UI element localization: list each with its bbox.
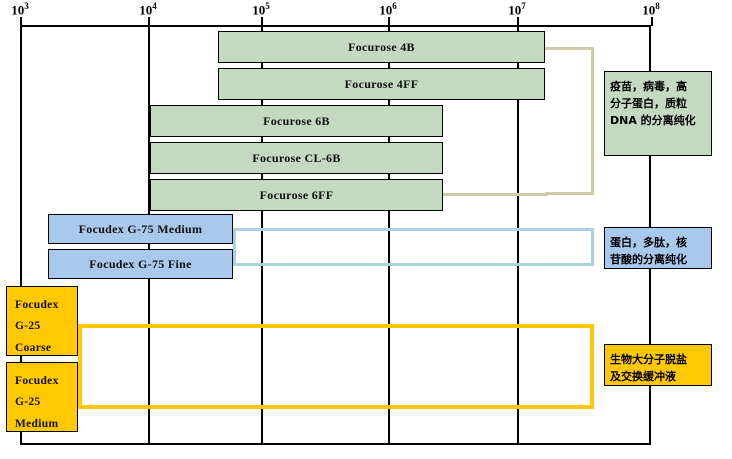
axis-tick-label-1e5: 105 [252, 1, 270, 18]
axis-tick-label-1e4: 104 [139, 1, 157, 18]
bar-focudex-g75-medium[interactable]: Focudex G-75 Medium [48, 214, 233, 244]
annotation-line: 蛋白，多肽，核 [610, 236, 687, 249]
gridline-1e6 [388, 25, 390, 445]
bracket-stub-agarose-bottom [443, 193, 548, 196]
bar-focurose-4b[interactable]: Focurose 4B [218, 31, 545, 63]
bar-label-line: Focudex [15, 375, 59, 387]
axis-tick-mark [651, 17, 653, 26]
annotation-line: DNA 的分离纯化 [610, 114, 696, 128]
annotation-line: 疫苗，病毒，高 [610, 80, 687, 93]
bar-label-line: G-25 [15, 320, 41, 333]
bar-label-line: Coarse [15, 341, 52, 354]
gridline-1e7 [517, 25, 519, 445]
axis-tick-label-1e8: 108 [642, 1, 660, 18]
axis-tick-label-1e3: 103 [11, 1, 29, 18]
bar-label-line: G-25 [15, 396, 41, 409]
annotation-line: 生物大分子脱盐 [610, 353, 687, 366]
axis-tick-mark [261, 17, 263, 26]
axis-tick-mark [517, 17, 519, 26]
bracket-g25 [78, 324, 594, 409]
bar-focurose-6ff[interactable]: Focurose 6FF [150, 179, 443, 211]
bracket-agarose [545, 47, 594, 195]
annotation-g25: 生物大分子脱盐 及交换缓冲液 [604, 344, 712, 386]
bar-label-line: Medium [15, 417, 59, 430]
bar-label-line: Focudex [15, 299, 59, 311]
bar-focudex-g75-fine[interactable]: Focudex G-75 Fine [48, 249, 233, 279]
annotation-line: 分子蛋白，质粒 [610, 97, 687, 111]
annotation-agarose: 疫苗，病毒，高 分子蛋白，质粒 DNA 的分离纯化 [604, 71, 712, 156]
axis-tick-mark [388, 17, 390, 26]
bar-focurose-4ff[interactable]: Focurose 4FF [218, 68, 545, 100]
bar-focurose-6b[interactable]: Focurose 6B [150, 105, 443, 137]
axis-tick-label-1e7: 107 [508, 1, 526, 18]
axis-tick-label-1e6: 106 [379, 1, 397, 18]
bracket-g75 [233, 228, 594, 266]
gridline-1e5 [261, 25, 263, 445]
bar-focurose-cl-6b[interactable]: Focurose CL-6B [150, 142, 443, 174]
bar-focudex-g25-medium[interactable]: Focudex G-25 Medium [6, 362, 78, 432]
axis-tick-mark [148, 17, 150, 26]
annotation-line: 及交换缓冲液 [610, 370, 676, 384]
bar-focudex-g25-coarse[interactable]: Focudex G-25 Coarse [6, 286, 78, 356]
annotation-line: 苷酸的分离纯化 [610, 253, 687, 267]
x-axis-line [20, 25, 651, 27]
axis-tick-mark [20, 17, 22, 26]
annotation-g75: 蛋白，多肽，核 苷酸的分离纯化 [604, 227, 712, 269]
